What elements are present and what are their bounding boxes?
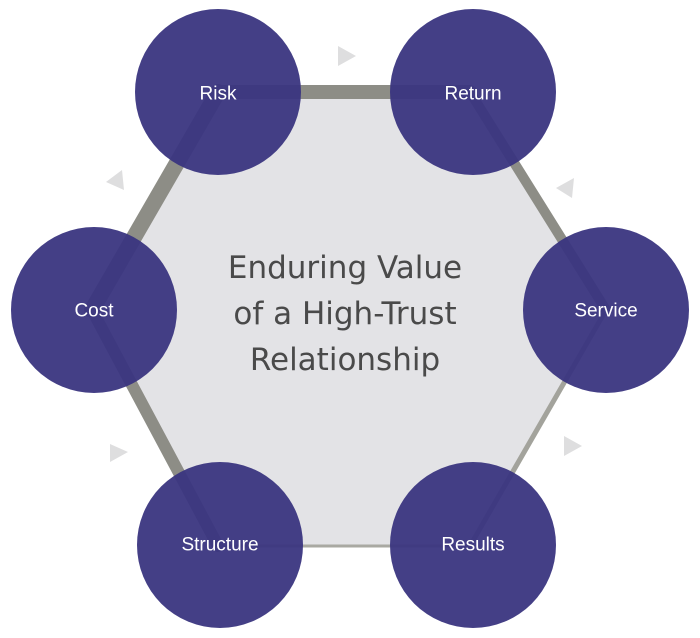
node-cost: Cost	[11, 227, 177, 393]
node-service-label: Service	[574, 301, 637, 322]
node-results: Results	[390, 462, 556, 628]
arrow-left-down-icon	[110, 444, 128, 462]
node-service: Service	[523, 227, 689, 393]
center-line-2: of a High-Trust	[233, 296, 456, 332]
arrow-right-icon	[338, 46, 356, 66]
center-line-3: Relationship	[250, 342, 440, 378]
node-structure-circle	[137, 462, 303, 628]
center-title: Enduring Value of a High-Trust Relations…	[228, 250, 462, 378]
node-cost-label: Cost	[74, 301, 114, 322]
node-risk-circle	[135, 9, 301, 175]
node-risk: Risk	[135, 9, 301, 175]
node-results-label: Results	[441, 535, 504, 556]
node-cost-circle	[11, 227, 177, 393]
node-risk-label: Risk	[200, 84, 237, 105]
node-return-label: Return	[444, 84, 501, 105]
arrow-up-left-icon	[106, 170, 124, 190]
arrow-down-right-icon	[556, 178, 574, 198]
node-structure-label: Structure	[181, 535, 258, 556]
node-return-circle	[390, 9, 556, 175]
node-return: Return	[390, 9, 556, 175]
center-line-1: Enduring Value	[228, 250, 462, 286]
arrow-down-icon	[564, 436, 582, 456]
node-results-circle	[390, 462, 556, 628]
node-structure: Structure	[137, 462, 303, 628]
central-hexagon	[92, 92, 606, 546]
node-service-circle	[523, 227, 689, 393]
